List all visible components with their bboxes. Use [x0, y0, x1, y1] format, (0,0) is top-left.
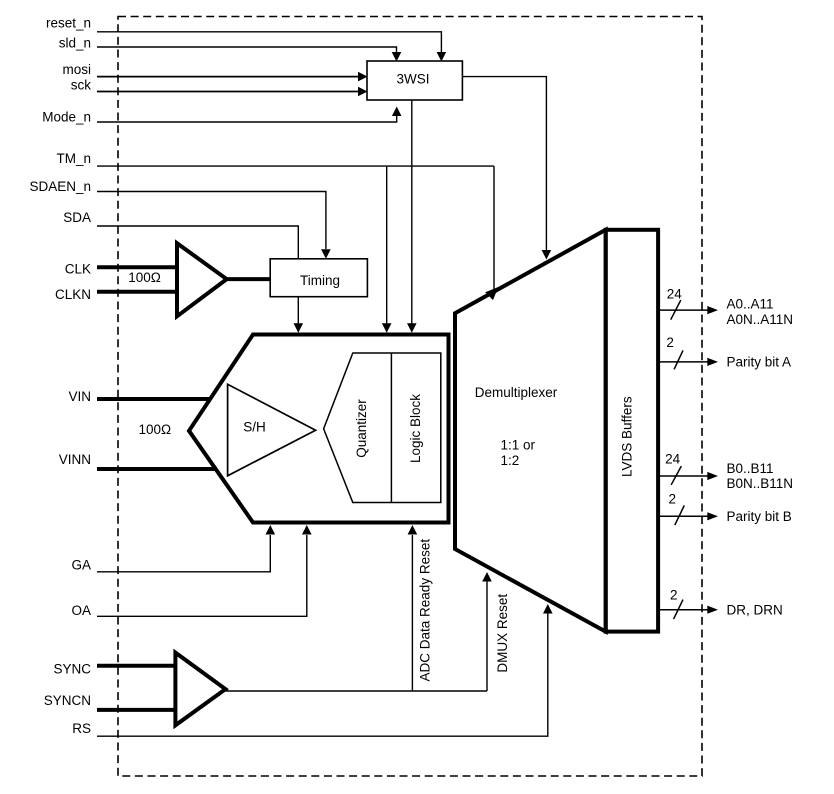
- svg-text:24: 24: [665, 452, 681, 467]
- svg-text:Quantizer: Quantizer: [354, 399, 369, 458]
- svg-text:100Ω: 100Ω: [138, 422, 171, 437]
- svg-text:B0..B11: B0..B11: [727, 461, 774, 476]
- svg-text:3WSI: 3WSI: [396, 72, 429, 87]
- svg-text:2: 2: [670, 587, 678, 602]
- svg-text:OA: OA: [71, 603, 91, 618]
- svg-text:VINN: VINN: [59, 452, 91, 467]
- svg-text:Parity bit A: Parity bit A: [727, 354, 792, 369]
- svg-text:A0..A11: A0..A11: [727, 297, 774, 312]
- svg-text:SDA: SDA: [63, 210, 91, 225]
- svg-text:S/H: S/H: [243, 419, 266, 434]
- svg-text:B0N..B11N: B0N..B11N: [727, 476, 794, 491]
- svg-text:SDAEN_n: SDAEN_n: [29, 179, 91, 194]
- svg-text:2: 2: [668, 491, 676, 506]
- svg-text:100Ω: 100Ω: [128, 270, 161, 285]
- svg-text:sck: sck: [71, 77, 92, 92]
- svg-text:A0N..A11N: A0N..A11N: [727, 312, 794, 327]
- svg-text:1:2: 1:2: [501, 453, 520, 468]
- svg-text:SYNCN: SYNCN: [44, 693, 91, 708]
- svg-text:sld_n: sld_n: [59, 35, 91, 50]
- svg-text:2: 2: [666, 335, 674, 350]
- svg-text:DMUX Reset: DMUX Reset: [495, 594, 510, 673]
- svg-text:Demultiplexer: Demultiplexer: [475, 385, 558, 400]
- svg-text:1:1 or: 1:1 or: [501, 437, 536, 452]
- svg-text:RS: RS: [72, 721, 91, 736]
- svg-text:ADC Data Ready Reset: ADC Data Ready Reset: [417, 539, 432, 682]
- svg-text:CLK: CLK: [65, 261, 91, 276]
- svg-text:LVDS Buffers: LVDS Buffers: [620, 396, 635, 477]
- svg-text:Parity bit B: Parity bit B: [727, 509, 792, 524]
- svg-text:VIN: VIN: [68, 389, 91, 404]
- svg-text:SYNC: SYNC: [53, 662, 91, 677]
- svg-text:reset_n: reset_n: [46, 16, 91, 31]
- svg-text:Logic Block: Logic Block: [408, 394, 423, 463]
- svg-text:Timing: Timing: [300, 273, 340, 288]
- svg-text:CLKN: CLKN: [55, 287, 91, 302]
- svg-text:Mode_n: Mode_n: [42, 109, 91, 124]
- svg-text:mosi: mosi: [62, 62, 91, 77]
- svg-text:GA: GA: [71, 558, 91, 573]
- svg-text:24: 24: [667, 287, 683, 302]
- svg-text:TM_n: TM_n: [56, 151, 91, 166]
- svg-text:DR, DRN: DR, DRN: [727, 602, 783, 617]
